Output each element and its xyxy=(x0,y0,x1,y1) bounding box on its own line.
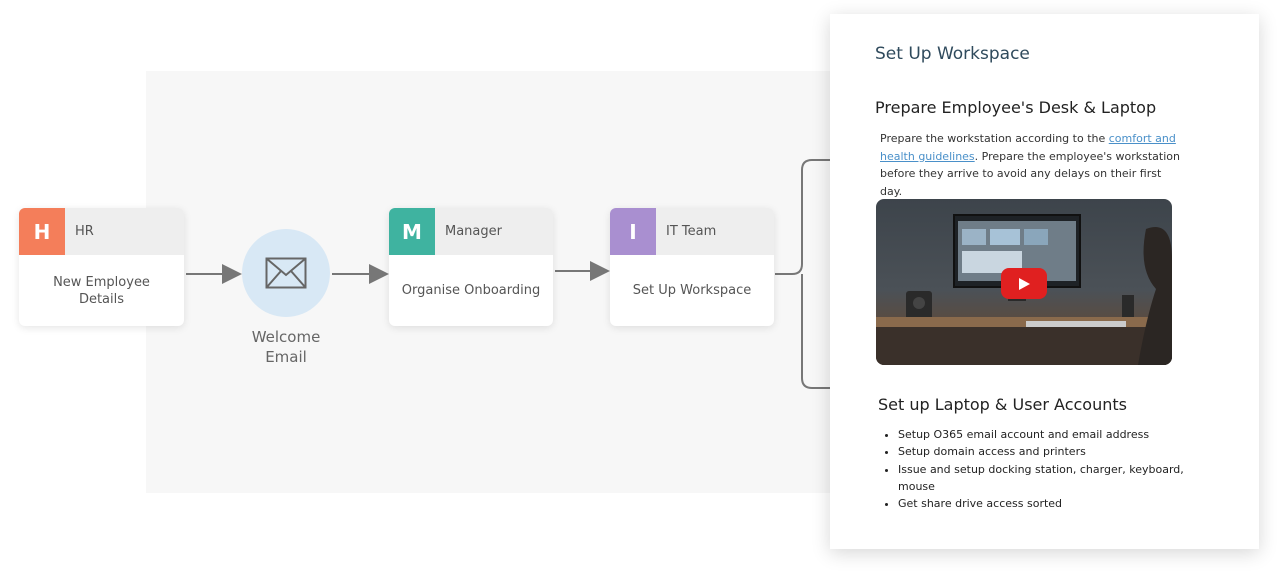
node-badge: H xyxy=(19,208,65,255)
video-player[interactable] xyxy=(876,199,1172,365)
youtube-play-icon[interactable] xyxy=(1001,268,1047,299)
node-label: New Employee Details xyxy=(53,274,150,307)
detail-panel: Set Up Workspace Prepare Employee's Desk… xyxy=(830,14,1259,549)
connector-it-branch xyxy=(775,159,830,389)
welcome-email-node[interactable] xyxy=(242,229,330,317)
welcome-email-label: Welcome Email xyxy=(251,328,321,366)
flow-node-it-team[interactable]: I IT Team Set Up Workspace xyxy=(610,208,774,326)
node-role: HR xyxy=(75,224,94,239)
node-label: Organise Onboarding xyxy=(401,283,541,298)
list-item: Issue and setup docking station, charger… xyxy=(898,461,1218,496)
section-desk-text: Prepare the workstation according to the… xyxy=(880,130,1180,200)
node-badge: I xyxy=(610,208,656,255)
list-item: Setup O365 email account and email addre… xyxy=(898,426,1218,443)
list-item: Setup domain access and printers xyxy=(898,443,1218,460)
flow-node-manager[interactable]: M Manager Organise Onboarding xyxy=(389,208,553,326)
panel-title: Set Up Workspace xyxy=(875,44,1030,64)
video-thumbnail xyxy=(876,214,1172,365)
node-label: Set Up Workspace xyxy=(632,283,752,298)
node-role: IT Team xyxy=(666,224,717,239)
section-heading-accounts: Set up Laptop & User Accounts xyxy=(878,395,1127,414)
section-heading-desk: Prepare Employee's Desk & Laptop xyxy=(875,98,1157,117)
envelope-icon xyxy=(265,257,307,289)
node-badge: M xyxy=(389,208,435,255)
list-item: Get share drive access sorted xyxy=(898,495,1218,512)
node-header: M Manager xyxy=(389,208,553,255)
desk-text-before: Prepare the workstation according to the xyxy=(880,132,1109,145)
guidelines-link[interactable]: comfort and health guidelines xyxy=(880,132,1176,163)
accounts-list: Setup O365 email account and email addre… xyxy=(886,426,1218,512)
node-header: I IT Team xyxy=(610,208,774,255)
desk-text-after: . Prepare the employee's workstation bef… xyxy=(880,149,1180,198)
play-triangle-icon xyxy=(1019,277,1030,290)
flow-node-hr[interactable]: H HR New Employee Details xyxy=(19,208,184,326)
node-role: Manager xyxy=(445,224,502,239)
node-header: H HR xyxy=(19,208,184,255)
